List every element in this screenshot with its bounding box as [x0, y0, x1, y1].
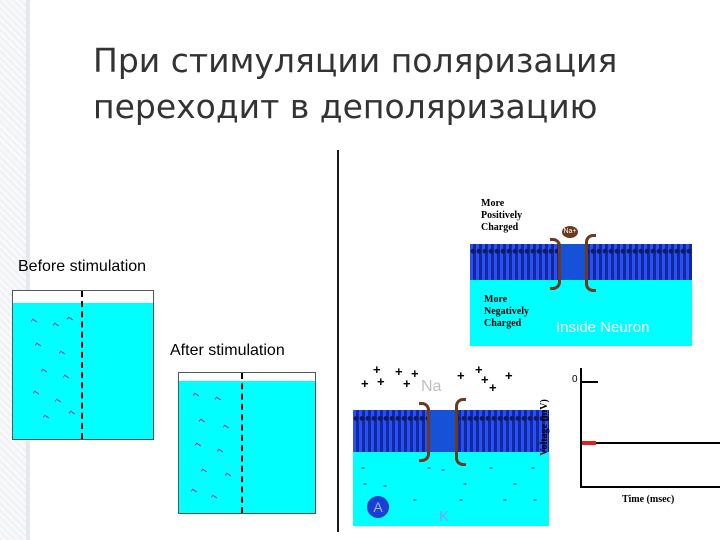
minus-sign: -: [383, 478, 387, 492]
plus-sign: +: [377, 374, 385, 389]
graph-xlabel: Time (msec): [622, 494, 675, 505]
plus-sign: +: [361, 376, 369, 391]
plus-sign: +: [403, 376, 411, 391]
outside-text-2: Positively: [481, 210, 523, 221]
outside-charge-text: More Positively Charged: [481, 198, 522, 234]
membrane-before: [81, 291, 83, 439]
graph-zero-tick: 0: [572, 374, 578, 385]
title-line-2: переходит в деполяризацию: [93, 87, 598, 126]
ion-channel-top: [560, 244, 586, 280]
plus-sign: +: [505, 368, 513, 383]
membrane-after: [241, 373, 243, 513]
anion-label: A: [373, 499, 383, 515]
minus-sign: -: [513, 476, 517, 490]
minus-sign: -: [363, 476, 367, 490]
ion-channel-bottom: [427, 410, 457, 452]
plus-sign: +: [489, 380, 497, 395]
water-before: [13, 303, 153, 439]
channel-bracket-right-bottom: [455, 398, 466, 466]
minus-sign: -: [441, 462, 445, 476]
outside-text-3: Charged: [481, 222, 519, 233]
membrane-panel-top: More Positively Charged More Negatively …: [470, 194, 692, 346]
voltage-graph: Voltage (mV) 0 Time (msec): [539, 362, 720, 512]
minus-sign: -: [531, 460, 535, 474]
inside-charge-text: More Negatively Charged: [484, 294, 529, 330]
graph-resting-line: [592, 442, 720, 444]
graph-x-axis: [580, 486, 720, 488]
inside-neuron-label: Inside Neuron: [556, 319, 650, 336]
plus-sign: +: [475, 362, 483, 377]
plus-sign: +: [373, 362, 381, 377]
inside-text-2: Negatively: [484, 306, 529, 317]
minus-sign: -: [413, 492, 417, 506]
membrane-panel-bottom: Na + + + + + + + + + + + - - - - - - - -…: [353, 362, 549, 526]
inside-text-1: More: [484, 294, 508, 305]
graph-y-axis: [580, 368, 582, 488]
graph-ylabel: Voltage (mV): [538, 399, 550, 456]
plus-sign: +: [395, 364, 403, 379]
minus-sign: -: [503, 492, 507, 506]
inside-area: [470, 280, 692, 346]
graph-current-marker: [582, 441, 596, 445]
after-stimulation-label: After stimulation: [170, 342, 285, 359]
k-label: K: [439, 508, 450, 525]
slide-title: При стимуляции поляризация переходит в д…: [93, 38, 693, 130]
minus-sign: -: [463, 476, 467, 490]
plus-sign: +: [481, 372, 489, 387]
minus-sign: -: [489, 460, 493, 474]
inside-text-3: Charged: [484, 318, 522, 329]
minus-sign: -: [427, 460, 431, 474]
title-line-1: При стимуляции поляризация: [93, 41, 618, 80]
beaker-after: ⌐ ⌐ ⌐ ⌐ ⌐ ⌐ ⌐ ⌐ ⌐ ⌐: [178, 372, 316, 514]
beaker-before: ⌐ ⌐ ⌐ ⌐ ⌐ ⌐ ⌐ ⌐ ⌐ ⌐ ⌐: [12, 290, 154, 440]
anion-circle: A: [367, 496, 389, 518]
before-stimulation-label: Before stimulation: [18, 258, 147, 275]
channel-bracket-left: [550, 238, 561, 290]
slide-decor-bar: [0, 0, 30, 540]
divider-line: [337, 150, 339, 532]
channel-bracket-left-bottom: [419, 402, 430, 462]
minus-sign: -: [361, 460, 365, 474]
na-label: Na: [421, 378, 442, 395]
minus-sign: -: [533, 492, 537, 506]
plus-sign: +: [411, 366, 419, 381]
water-after: [179, 381, 315, 513]
outside-text-1: More: [481, 198, 505, 209]
sodium-ion: Na+: [562, 226, 578, 238]
graph-zero-line: [580, 381, 598, 383]
minus-sign: -: [459, 492, 463, 506]
plus-sign: +: [457, 368, 465, 383]
outside-area: [470, 194, 692, 244]
channel-bracket-right: [585, 234, 596, 292]
